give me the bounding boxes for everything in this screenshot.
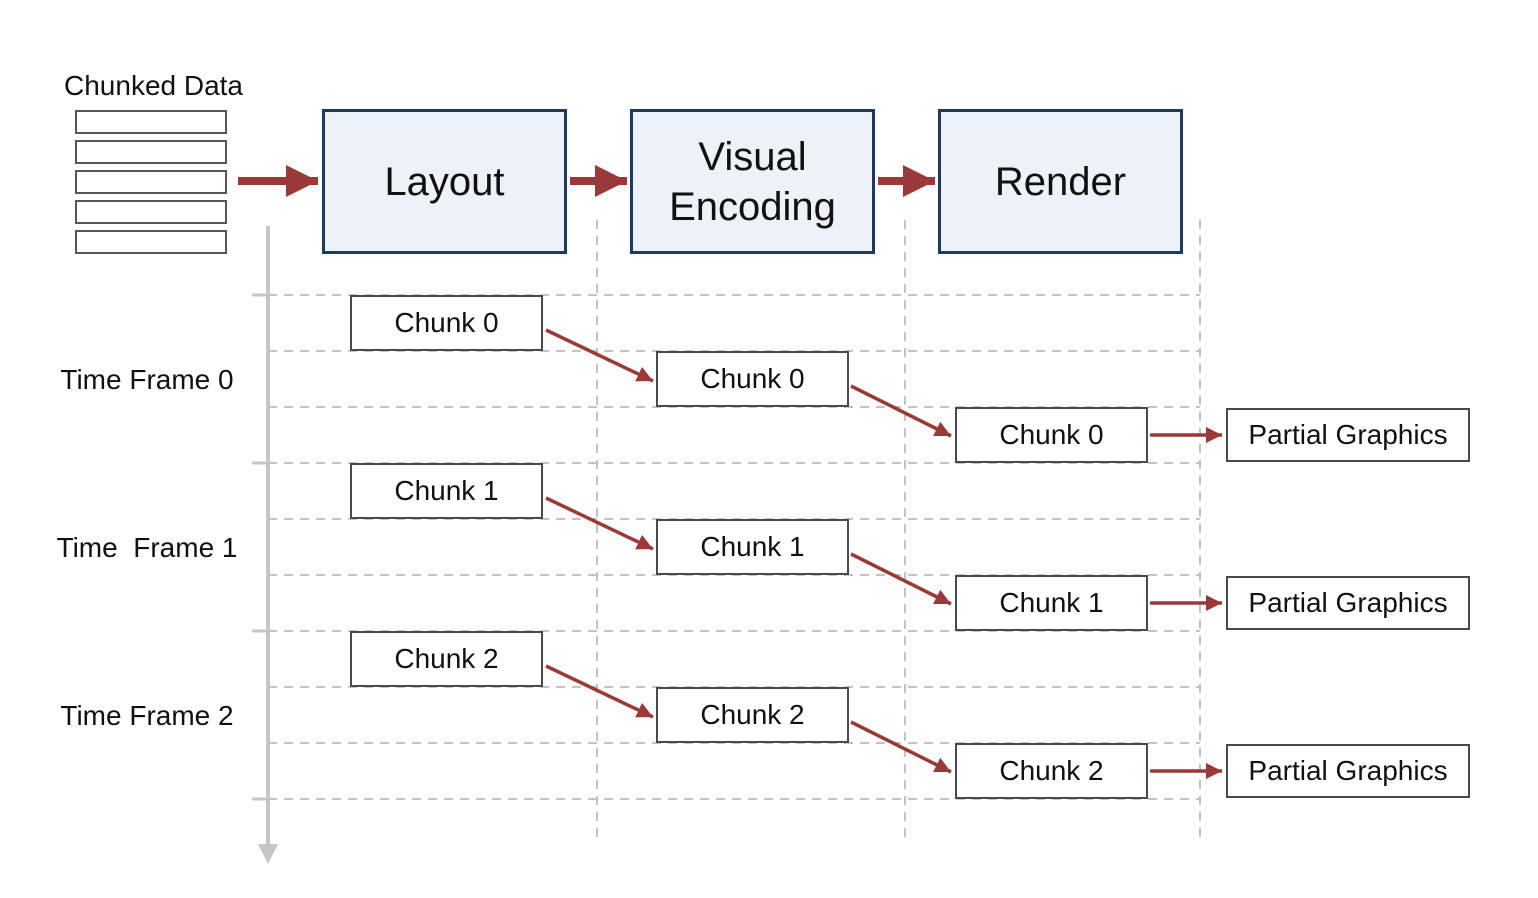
stage-box-visual-encoding: Visual Encoding <box>630 109 875 254</box>
stage-label-visual-encoding: Visual Encoding <box>669 134 836 229</box>
stage-label-render: Render <box>994 159 1127 204</box>
data-chunk-rect <box>75 170 227 194</box>
data-chunk-rect <box>75 230 227 254</box>
chunk-box-render-frame2: Chunk 2 <box>955 743 1148 799</box>
chunk-label: Chunk 0 <box>999 419 1104 450</box>
stage-label-layout: Layout <box>384 159 505 204</box>
chunk-label: Chunk 1 <box>700 531 805 562</box>
partial-graphics-box-frame1: Partial Graphics <box>1226 576 1470 630</box>
chunk-box-layout-frame1: Chunk 1 <box>350 463 543 519</box>
chunk-box-encoding-frame2: Chunk 2 <box>656 687 849 743</box>
chunk-flow-arrows <box>545 328 1222 779</box>
chunk-label: Chunk 0 <box>394 307 499 338</box>
partial-graphics-label: Partial Graphics <box>1248 587 1448 618</box>
chunk-label: Chunk 2 <box>700 699 805 730</box>
partial-graphics-box-frame2: Partial Graphics <box>1226 744 1470 798</box>
chunk-box-layout-frame0: Chunk 0 <box>350 295 543 351</box>
partial-graphics-box-frame0: Partial Graphics <box>1226 408 1470 462</box>
chunk-label: Chunk 1 <box>999 587 1104 618</box>
partial-graphics-label: Partial Graphics <box>1248 755 1448 786</box>
chunk-label: Chunk 1 <box>394 475 499 506</box>
partial-graphics-label: Partial Graphics <box>1248 419 1448 450</box>
chunk-label: Chunk 2 <box>999 755 1104 786</box>
data-chunk-rect <box>75 110 227 134</box>
time-frame-1-label: Time Frame 1 <box>56 532 238 563</box>
chunk-box-encoding-frame0: Chunk 0 <box>656 351 849 407</box>
stage-box-layout: Layout <box>322 109 567 254</box>
chunked-data-label: Chunked Data <box>64 70 244 101</box>
time-axis-arrowhead <box>258 844 278 864</box>
chunk-label: Chunk 2 <box>394 643 499 674</box>
chunk-box-layout-frame2: Chunk 2 <box>350 631 543 687</box>
chunk-box-render-frame1: Chunk 1 <box>955 575 1148 631</box>
data-chunk-rect <box>75 140 227 164</box>
time-frame-2-label: Time Frame 2 <box>60 700 234 731</box>
data-chunk-rect <box>75 200 227 224</box>
chunk-box-render-frame0: Chunk 0 <box>955 407 1148 463</box>
time-frame-0-label: Time Frame 0 <box>60 364 234 395</box>
stage-box-render: Render <box>938 109 1183 254</box>
chunk-label: Chunk 0 <box>700 363 805 394</box>
chunk-box-encoding-frame1: Chunk 1 <box>656 519 849 575</box>
